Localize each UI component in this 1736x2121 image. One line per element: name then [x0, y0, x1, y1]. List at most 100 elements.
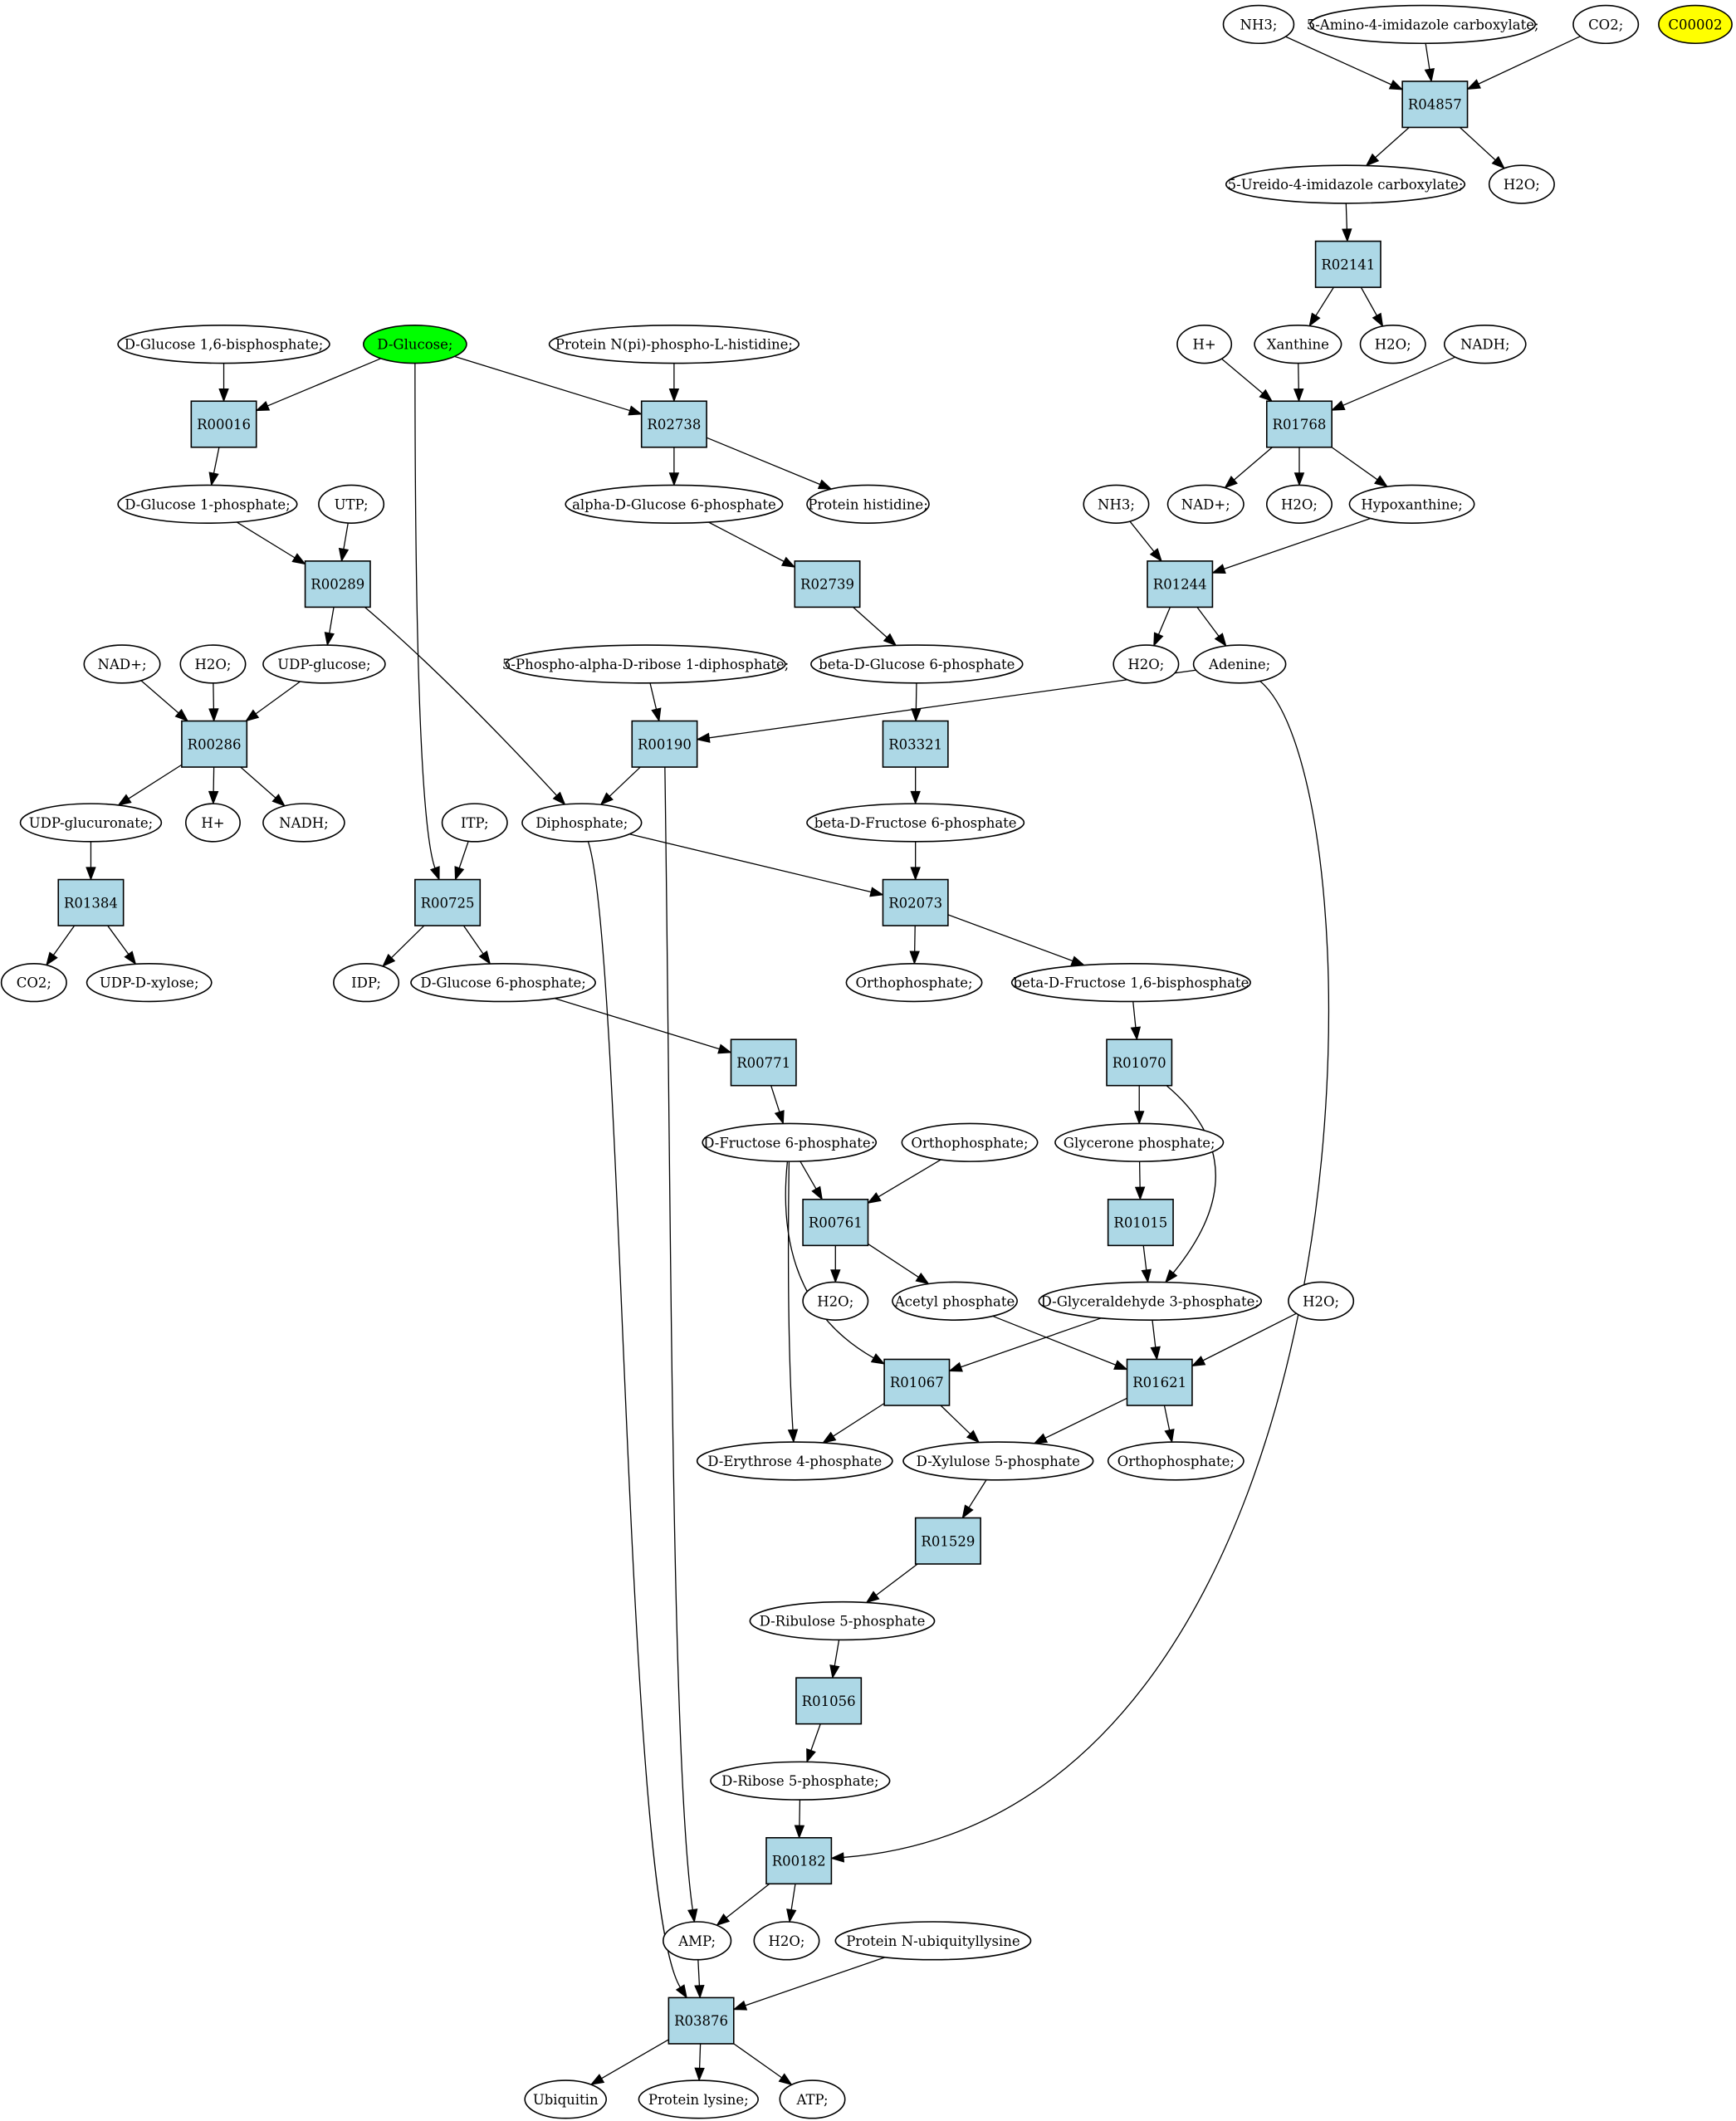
compound-udp-glucuronate[interactable]: UDP-glucuronate;: [19, 803, 163, 843]
compound-diphosphate[interactable]: Diphosphate;: [521, 803, 643, 843]
compound-udp-glucose[interactable]: UDP-glucose;: [262, 644, 386, 684]
reaction-r00286[interactable]: R00286: [181, 720, 248, 768]
compound-nad-a[interactable]: NAD+;: [1166, 484, 1245, 524]
compound-d-glucose-6p[interactable]: D-Glucose 6-phosphate;: [410, 962, 596, 1003]
compound-h2o-g[interactable]: H2O;: [1288, 1281, 1355, 1321]
compound-d-glucose-1p[interactable]: D-Glucose 1-phosphate;: [117, 484, 298, 524]
compound-label: D-Ribose 5-phosphate;: [721, 1773, 878, 1789]
compound-label: beta-D-Glucose 6-phosphate: [819, 657, 1015, 672]
compound-h2o-e[interactable]: H2O;: [1113, 644, 1180, 684]
reaction-r04857[interactable]: R04857: [1401, 81, 1469, 129]
compound-protein-phosphohis[interactable]: Protein N(pi)-phospho-L-histidine;: [548, 325, 800, 364]
compound-co2-b[interactable]: CO2;: [0, 962, 67, 1003]
compound-h2o-h[interactable]: H2O;: [753, 1921, 820, 1961]
compound-idp[interactable]: IDP;: [333, 962, 400, 1003]
edge-R00286-hplus_b: [208, 767, 219, 805]
reaction-r02141[interactable]: R02141: [1314, 240, 1381, 288]
compound-hplus-a[interactable]: H+: [1176, 325, 1233, 364]
compound-beta-f16bp[interactable]: beta-D-Fructose 1,6-bisphosphate: [1010, 962, 1251, 1003]
compound-protein-lys[interactable]: Protein lysine;: [638, 2079, 759, 2119]
edge-R00771-d_fructose_6p: [770, 1085, 785, 1125]
edges: [46, 36, 1581, 2086]
compound-xanthine[interactable]: Xanthine: [1254, 325, 1342, 364]
compound-atp[interactable]: ATP;: [779, 2079, 846, 2119]
compound-ureido[interactable]: 5-Ureido-4-imidazole carboxylate;: [1225, 164, 1466, 204]
compound-co2-a[interactable]: CO2;: [1572, 4, 1640, 45]
compound-udp-xylose[interactable]: UDP-D-xylose;: [86, 962, 213, 1003]
compound-nad-b[interactable]: NAD+;: [83, 644, 161, 684]
compound-beta-f6p[interactable]: beta-D-Fructose 6-phosphate: [806, 803, 1025, 843]
reaction-r01384[interactable]: R01384: [57, 878, 125, 926]
reaction-label: R01244: [1153, 577, 1207, 593]
compound-orthophosphate-c[interactable]: Orthophosphate;: [1107, 1441, 1245, 1481]
reaction-r02739[interactable]: R02739: [794, 560, 861, 608]
reaction-r00190[interactable]: R00190: [631, 720, 698, 768]
compound-h2o-c[interactable]: H2O;: [1265, 484, 1333, 524]
compound-ubiquitin[interactable]: Ubiquitin: [524, 2079, 608, 2119]
reaction-r00761[interactable]: R00761: [802, 1199, 869, 1247]
compound-aica[interactable]: 5-Amino-4-imidazole carboxylate;: [1307, 4, 1539, 45]
compound-g3p[interactable]: D-Glyceraldehyde 3-phosphate;: [1038, 1281, 1263, 1321]
compound-d-glucose[interactable]: D-Glucose;: [363, 325, 467, 364]
reaction-r01244[interactable]: R01244: [1147, 560, 1214, 608]
reaction-r01768[interactable]: R01768: [1265, 400, 1333, 448]
edge-hypoxanthine-R01244: [1211, 517, 1372, 574]
edge-R02739-beta_g6p: [853, 606, 897, 647]
compound-h2o-f[interactable]: H2O;: [802, 1281, 869, 1321]
reaction-r01015[interactable]: R01015: [1107, 1199, 1174, 1247]
edge-R01056-ribose_5p: [806, 1723, 821, 1763]
compound-nadh-a[interactable]: NADH;: [1443, 325, 1527, 364]
reaction-r00016[interactable]: R00016: [190, 400, 257, 448]
reaction-r00771[interactable]: R00771: [730, 1039, 797, 1087]
compound-h2o-a[interactable]: H2O;: [1488, 164, 1555, 204]
compound-alpha-g6p[interactable]: alpha-D-Glucose 6-phosphate: [565, 484, 784, 524]
reaction-r01529[interactable]: R01529: [914, 1517, 981, 1565]
edge-R01768-hypoxanthine: [1331, 447, 1389, 488]
compound-hypoxanthine[interactable]: Hypoxanthine;: [1348, 484, 1475, 524]
compound-amp[interactable]: AMP;: [663, 1921, 732, 1961]
reaction-r00725[interactable]: R00725: [414, 878, 482, 926]
compound-adenine[interactable]: Adenine;: [1192, 644, 1287, 684]
edge-adenine-R00190: [696, 669, 1196, 743]
compound-label: Orthophosphate;: [911, 1135, 1028, 1151]
reaction-r03321[interactable]: R03321: [882, 720, 949, 768]
compound-erythrose-4p[interactable]: D-Erythrose 4-phosphate: [696, 1441, 893, 1481]
compound-acetyl-p[interactable]: Acetyl phosphate: [892, 1281, 1018, 1321]
reaction-r03876[interactable]: R03876: [668, 1996, 735, 2045]
reaction-label: R02738: [647, 417, 701, 433]
compound-itp[interactable]: ITP;: [441, 803, 508, 843]
reaction-r01067[interactable]: R01067: [883, 1358, 951, 1406]
compound-prpp[interactable]: 5-Phospho-alpha-D-ribose 1-diphosphate;: [502, 644, 789, 684]
compound-d-glucose-16bp[interactable]: D-Glucose 1,6-bisphosphate;: [117, 325, 330, 364]
compound-glycerone-p[interactable]: Glycerone phosphate;: [1054, 1122, 1225, 1162]
compound-orthophosphate-a[interactable]: Orthophosphate;: [845, 962, 983, 1003]
compound-h2o-d[interactable]: H2O;: [179, 644, 247, 684]
edge-udp_glucuronate-R01384: [86, 841, 96, 881]
edge-d_glucose_6p-R00771: [554, 997, 732, 1054]
compound-h2o-b[interactable]: H2O;: [1359, 325, 1426, 364]
reaction-r00182[interactable]: R00182: [765, 1836, 833, 1885]
compound-d-fructose-6p[interactable]: D-Fructose 6-phosphate;: [702, 1122, 878, 1162]
compound-orthophosphate-b[interactable]: Orthophosphate;: [901, 1122, 1039, 1162]
reaction-r01621[interactable]: R01621: [1126, 1358, 1193, 1406]
reaction-r01056[interactable]: R01056: [795, 1677, 863, 1725]
compound-ribulose-5p[interactable]: D-Ribulose 5-phosphate: [749, 1601, 936, 1641]
compound-c00002[interactable]: C00002: [1658, 4, 1733, 45]
compound-beta-g6p[interactable]: beta-D-Glucose 6-phosphate: [810, 644, 1024, 684]
compound-label: H+: [201, 815, 224, 831]
compound-protein-ubiq[interactable]: Protein N-ubiquityllysine: [834, 1921, 1032, 1961]
compound-hplus-b[interactable]: H+: [185, 803, 241, 843]
compound-xylulose-5p[interactable]: D-Xylulose 5-phosphate: [902, 1441, 1094, 1481]
compound-utp[interactable]: UTP;: [318, 484, 385, 524]
compound-nh3-a[interactable]: NH3;: [1222, 4, 1295, 45]
reaction-label: R02073: [888, 895, 942, 911]
reaction-r01070[interactable]: R01070: [1106, 1039, 1173, 1087]
reaction-r02073[interactable]: R02073: [882, 878, 949, 926]
compound-protein-his[interactable]: Protein histidine;: [806, 484, 930, 524]
reaction-r02738[interactable]: R02738: [640, 400, 707, 448]
compound-ribose-5p[interactable]: D-Ribose 5-phosphate;: [710, 1761, 891, 1801]
reaction-r00289[interactable]: R00289: [304, 560, 371, 608]
compound-nadh-b[interactable]: NADH;: [262, 803, 345, 843]
edge-R01384-udp_xylose: [107, 925, 137, 965]
compound-nh3-b[interactable]: NH3;: [1083, 484, 1150, 524]
